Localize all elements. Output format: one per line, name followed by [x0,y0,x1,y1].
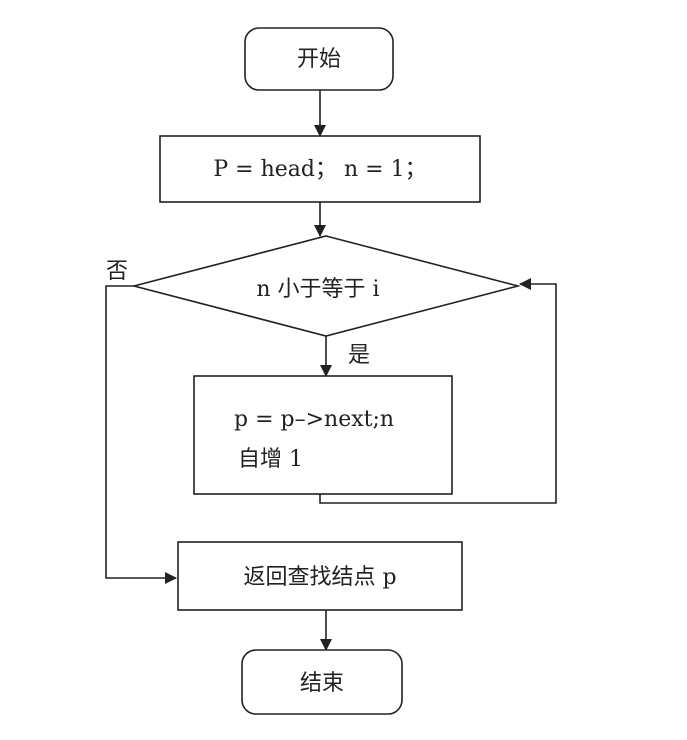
start-node: 开始 [244,27,394,91]
no-label: 否 [106,259,128,284]
edge-no [105,285,177,584]
condition-node: n 小于等于 i [130,235,522,337]
end-label: 结束 [300,671,344,696]
return-node: 返回查找结点 p [177,541,463,611]
return-label: 返回查找结点 p [243,565,396,590]
init-node: P = head； n = 1； [159,135,481,203]
loop-body-node: p = p–>next;n 自增 1 [193,375,453,495]
yes-label: 是 [348,343,370,368]
start-label: 开始 [297,47,341,72]
end-node: 结束 [241,649,403,715]
condition-label: n 小于等于 i [256,277,379,302]
init-label: P = head； n = 1； [213,157,426,182]
loop-body-line2: 自增 1 [238,447,303,472]
edge-loop-back [319,278,557,504]
loop-body-line1: p = p–>next;n [234,407,394,432]
